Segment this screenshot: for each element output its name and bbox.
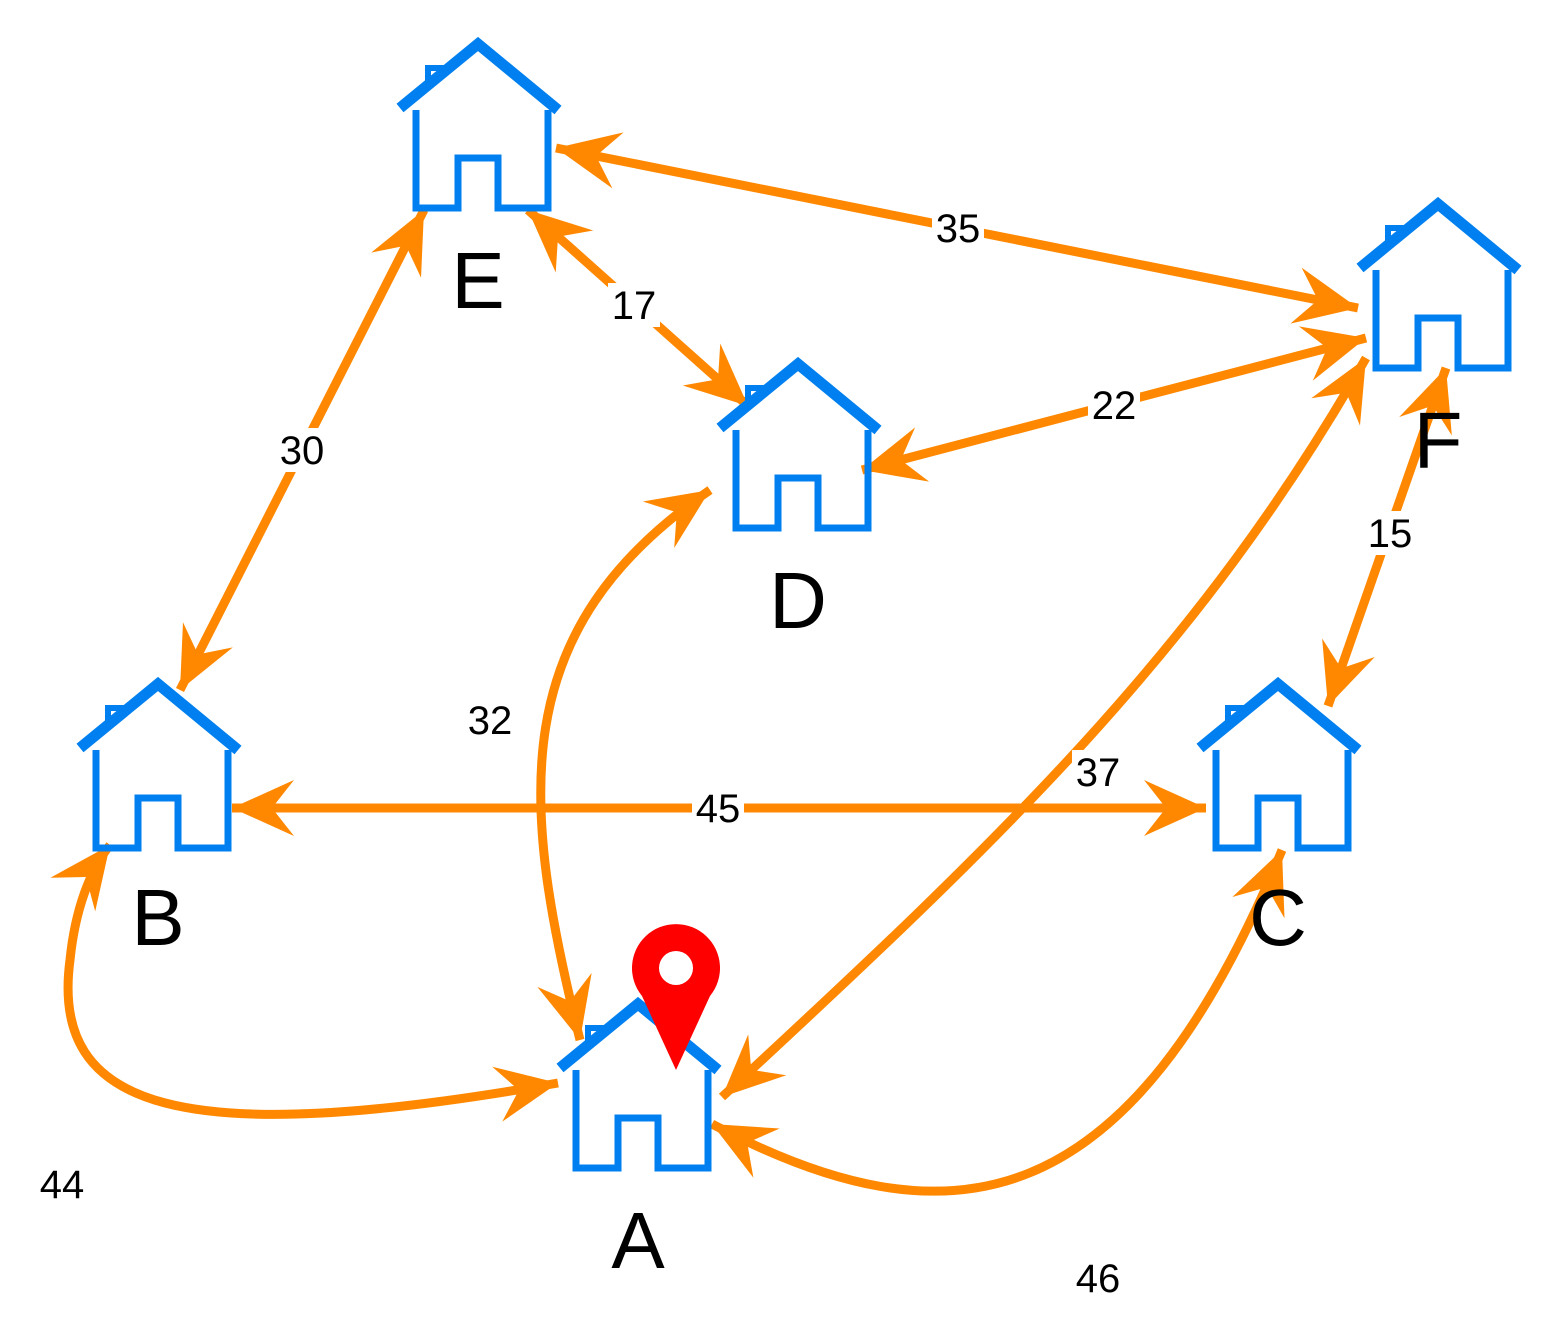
house-walls <box>92 750 232 852</box>
arrow-head-icon <box>862 427 930 482</box>
edge-weight: 15 <box>1368 512 1413 556</box>
edge-a-b <box>50 842 559 1122</box>
edge-weight-label-e-b: 30 <box>276 428 328 473</box>
house-chimney <box>745 385 765 408</box>
house-icon <box>716 356 882 532</box>
edge-weight-label-a-f: 37 <box>1072 750 1124 795</box>
node-label: F <box>1414 396 1463 485</box>
edge-weight: 37 <box>1076 751 1121 795</box>
arrow-head-icon <box>537 972 592 1040</box>
edge-weight-label-f-c: 15 <box>1364 511 1416 556</box>
house-walls <box>1372 270 1512 372</box>
arrow-head-icon <box>682 343 748 406</box>
edge-weight-label-b-c: 45 <box>692 786 744 831</box>
node-label: B <box>131 873 184 962</box>
arrow-head-icon <box>642 490 710 548</box>
edge-line <box>63 842 559 1119</box>
edge-weight: 22 <box>1092 384 1137 428</box>
edge-weight: 17 <box>612 284 657 328</box>
edge-line <box>709 848 1287 1196</box>
house-walls <box>412 110 552 212</box>
arrow-head-icon <box>1399 368 1452 436</box>
edge-weight-label-d-f: 22 <box>1088 383 1140 428</box>
house-walls <box>1212 750 1352 852</box>
house-icon <box>556 996 722 1172</box>
arrow-head-icon <box>232 780 294 836</box>
edge-weight: 44 <box>40 1163 85 1207</box>
edge-weight-label-a-c: 46 <box>1076 1257 1121 1301</box>
node-label: A <box>611 1196 665 1285</box>
house-icon <box>76 676 242 852</box>
arrow-head-icon <box>1144 780 1206 836</box>
house-icon <box>1356 196 1522 372</box>
house-chimney <box>585 1025 605 1048</box>
arrow-head-icon <box>712 1124 780 1178</box>
edge-label-background <box>1364 511 1416 555</box>
edge-label-background <box>932 206 984 250</box>
arrow-head-icon <box>1298 326 1366 381</box>
house-walls <box>732 430 872 532</box>
pin-hole <box>659 951 693 985</box>
pin-layer <box>632 924 720 1070</box>
house-icon <box>1196 676 1362 852</box>
arrow-head-icon <box>556 132 624 189</box>
edges-layer <box>50 132 1452 1196</box>
arrow-head-icon <box>1290 267 1358 324</box>
node-c[interactable]: C <box>1196 676 1362 962</box>
nodes-layer: A B C D E F <box>76 36 1522 1285</box>
house-roof <box>76 676 242 755</box>
node-label: E <box>451 236 504 325</box>
house-chimney <box>105 705 125 728</box>
arrow-head-icon <box>722 1034 787 1097</box>
house-chimney <box>425 65 445 88</box>
edge-weight-label-a-d: 32 <box>468 699 513 743</box>
edge-weight-label-e-f: 35 <box>932 206 984 251</box>
edge-label-background <box>608 283 660 327</box>
arrow-head-icon <box>1322 638 1375 706</box>
house-roof <box>396 36 562 115</box>
edge-a-d <box>536 486 713 1042</box>
node-a[interactable]: A <box>556 996 722 1285</box>
edge-a-c <box>709 848 1287 1196</box>
location-pin-icon <box>632 924 720 1070</box>
pin-body <box>632 924 720 1070</box>
edge-weight: 35 <box>936 207 981 251</box>
edge-line <box>718 355 1370 1101</box>
arrow-head-icon <box>180 622 233 690</box>
edge-label-background <box>276 428 328 472</box>
edge-weight-label-e-d: 17 <box>608 283 660 328</box>
node-e[interactable]: E <box>396 36 562 325</box>
arrow-head-icon <box>528 210 594 273</box>
house-chimney <box>1385 225 1405 248</box>
node-label: D <box>769 556 827 645</box>
edge-label-background <box>1072 750 1124 794</box>
edge-line <box>536 486 713 1042</box>
edge-weight: 30 <box>280 429 325 473</box>
edge-weight: 32 <box>468 699 513 743</box>
edge-labels-layer: 35 17 30 22 15 45 32 37 44 46 <box>40 206 1416 1301</box>
arrow-head-icon <box>1232 850 1285 919</box>
edge-weight-label-a-b: 44 <box>40 1163 85 1207</box>
arrow-head-icon <box>1311 358 1366 426</box>
node-label: C <box>1249 873 1307 962</box>
house-roof <box>1356 196 1522 275</box>
edge-weight: 45 <box>696 787 741 831</box>
node-b[interactable]: B <box>76 676 242 962</box>
edge-label-background <box>692 786 744 830</box>
arrow-head-icon <box>50 845 110 912</box>
edge-weight: 46 <box>1076 1257 1121 1301</box>
edge-a-f <box>718 355 1370 1101</box>
arrow-head-icon <box>371 210 424 278</box>
arrow-head-icon <box>492 1066 558 1122</box>
edge-label-background <box>1088 383 1140 427</box>
house-icon <box>396 36 562 212</box>
node-f[interactable]: F <box>1356 196 1522 485</box>
node-d[interactable]: D <box>716 356 882 645</box>
house-chimney <box>1225 705 1245 728</box>
house-walls <box>572 1070 712 1172</box>
